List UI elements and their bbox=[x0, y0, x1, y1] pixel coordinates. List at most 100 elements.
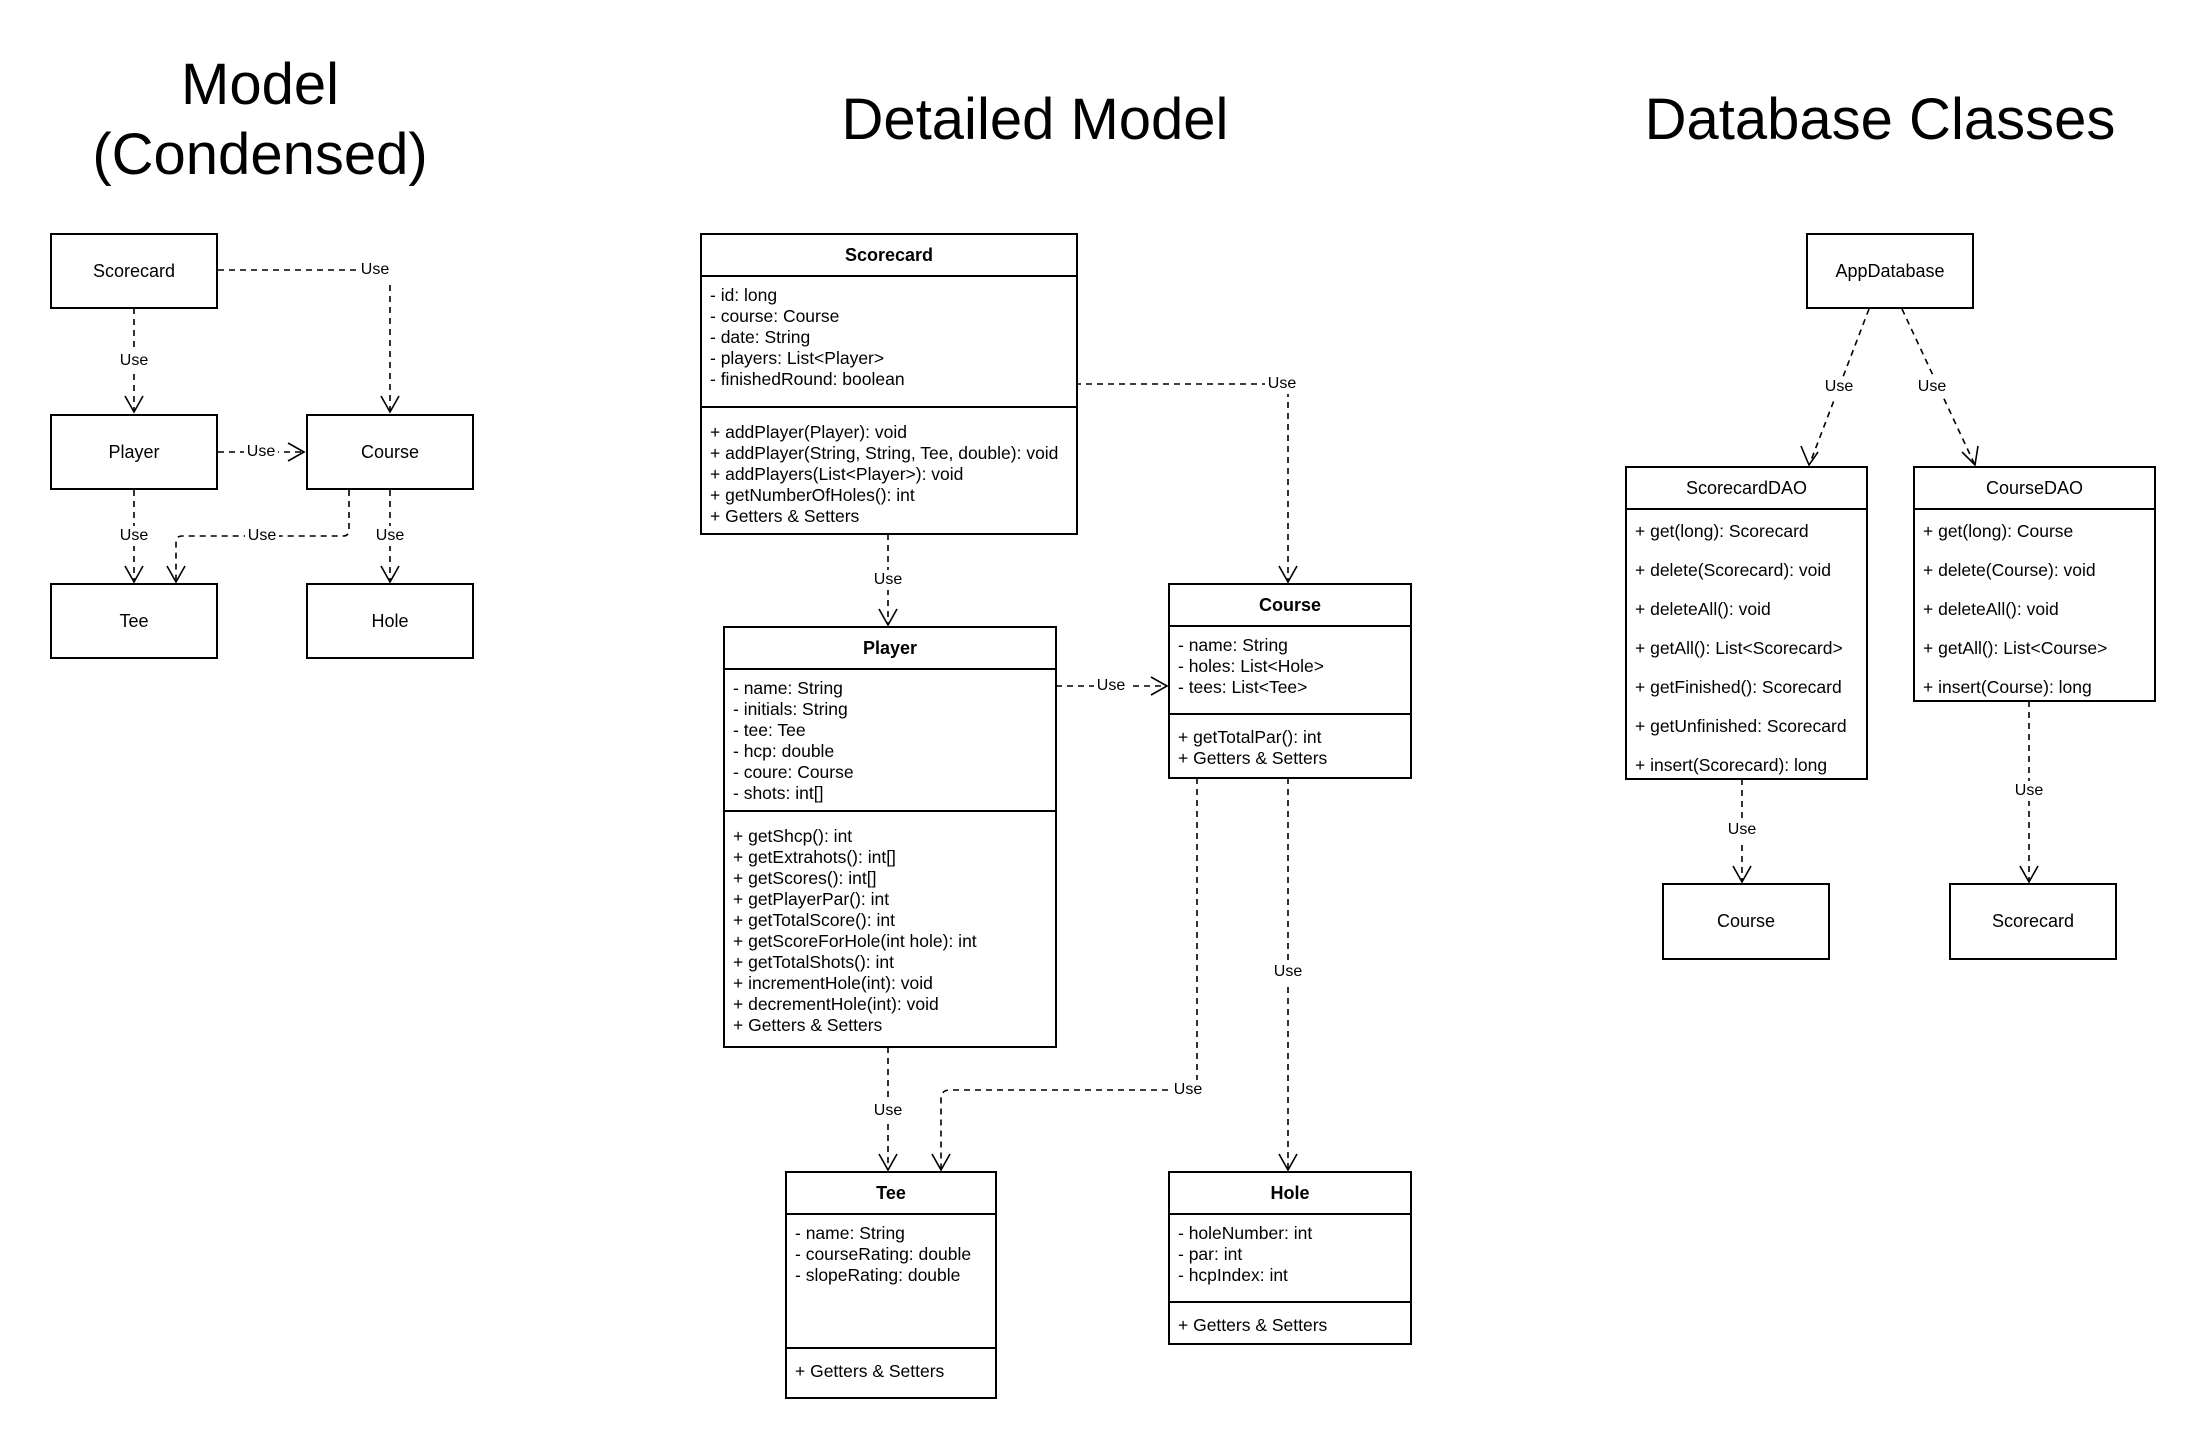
arrowhead-d-player-tee bbox=[878, 1153, 898, 1172]
label-c-scorecard-course: Use bbox=[361, 261, 390, 278]
db-coursedao-class: CourseDAO + get(long): Course + delete(C… bbox=[1913, 466, 2156, 702]
d-player-method: + getExtrahots(): int[] bbox=[733, 847, 896, 867]
db-scorecarddao-method: + getUnfinished: Scorecard bbox=[1635, 716, 1847, 736]
db-scorecarddao-name: ScorecardDAO bbox=[1627, 468, 1866, 510]
arrowhead-d-course-tee bbox=[931, 1153, 951, 1172]
db-scorecarddao-method: + getAll(): List<Scorecard> bbox=[1635, 638, 1843, 658]
d-scorecard-method: + addPlayer(String, String, Tee, double)… bbox=[710, 443, 1059, 463]
arrowhead-c-course-hole bbox=[380, 565, 400, 584]
arrowhead-c-player-course bbox=[287, 442, 306, 462]
label-d-player-course: Use bbox=[1097, 677, 1126, 694]
d-tee-attr: - name: String bbox=[795, 1223, 905, 1243]
d-player-methods: + getShcp(): int + getExtrahots(): int[]… bbox=[725, 812, 1055, 1046]
d-player-attr: - initials: String bbox=[733, 699, 848, 719]
d-hole-method: + Getters & Setters bbox=[1178, 1315, 1328, 1335]
label-d-course-hole: Use bbox=[1274, 963, 1303, 980]
arrowhead-db-app-scorecarddao bbox=[1800, 445, 1819, 467]
title-database-classes: Database Classes bbox=[1644, 87, 2116, 152]
d-player-method: + getScoreForHole(int hole): int bbox=[733, 931, 977, 951]
label-d-scorecard-player: Use bbox=[874, 571, 903, 588]
arrowhead-d-course-hole bbox=[1278, 1153, 1298, 1172]
arrowhead-db-app-coursedao bbox=[1961, 445, 1979, 467]
d-course-attributes: - name: String - holes: List<Hole> - tee… bbox=[1170, 627, 1410, 715]
db-scorecarddao-methods: + get(long): Scorecard + delete(Scorecar… bbox=[1627, 510, 1866, 791]
d-player-method: + Getters & Setters bbox=[733, 1015, 883, 1035]
db-scorecarddao-method: + insert(Scorecard): long bbox=[1635, 755, 1828, 775]
title-detailed-model: Detailed Model bbox=[841, 87, 1229, 152]
d-scorecard-attributes: - id: long - course: Course - date: Stri… bbox=[702, 277, 1076, 408]
label-d-course-tee: Use bbox=[1174, 1081, 1203, 1098]
d-player-method: + incrementHole(int): void bbox=[733, 973, 933, 993]
d-hole-attributes: - holeNumber: int - par: int - hcpIndex:… bbox=[1170, 1215, 1410, 1303]
d-tee-method: + Getters & Setters bbox=[795, 1361, 945, 1381]
label-db-app-scorecarddao: Use bbox=[1825, 378, 1854, 395]
d-hole-name: Hole bbox=[1170, 1173, 1410, 1215]
d-player-attributes: - name: String - initials: String - tee:… bbox=[725, 670, 1055, 812]
arrowhead-c-player-tee bbox=[124, 565, 144, 584]
title-condensed-line1: Model bbox=[181, 52, 339, 117]
arrowhead-c-course-tee bbox=[166, 565, 186, 584]
db-coursedao-method: + getAll(): List<Course> bbox=[1923, 638, 2108, 658]
c-player-box: Player bbox=[50, 414, 218, 490]
d-scorecard-attr: - id: long bbox=[710, 285, 778, 305]
label-db-scorecarddao-course: Use bbox=[1728, 821, 1757, 838]
d-player-attr: - coure: Course bbox=[733, 762, 854, 782]
d-player-class: Player - name: String - initials: String… bbox=[723, 626, 1057, 1048]
d-course-attr: - holes: List<Hole> bbox=[1178, 656, 1324, 676]
d-player-attr: - shots: int[] bbox=[733, 783, 824, 803]
d-tee-attr: - courseRating: double bbox=[795, 1244, 972, 1264]
db-coursedao-method: + delete(Course): void bbox=[1923, 560, 2096, 580]
label-c-scorecard-player: Use bbox=[120, 352, 149, 369]
d-scorecard-name: Scorecard bbox=[702, 235, 1076, 277]
d-tee-attr: - slopeRating: double bbox=[795, 1265, 961, 1285]
d-course-method: + getTotalPar(): int bbox=[1178, 727, 1322, 747]
edge-d-scorecard-course bbox=[1075, 383, 1289, 580]
d-scorecard-method: + addPlayers(List<Player>): void bbox=[710, 464, 964, 484]
arrowhead-d-scorecard-course bbox=[1278, 565, 1298, 584]
d-course-attr: - tees: List<Tee> bbox=[1178, 677, 1308, 697]
d-course-class: Course - name: String - holes: List<Hole… bbox=[1168, 583, 1412, 779]
d-player-attr: - hcp: double bbox=[733, 741, 835, 761]
edge-c-scorecard-course bbox=[218, 269, 391, 410]
arrowhead-d-scorecard-player bbox=[878, 608, 898, 627]
d-scorecard-method: + addPlayer(Player): void bbox=[710, 422, 907, 442]
d-tee-class: Tee - name: String - courseRating: doubl… bbox=[785, 1171, 997, 1399]
d-scorecard-method: + Getters & Setters bbox=[710, 506, 860, 526]
label-c-player-course: Use bbox=[247, 443, 276, 460]
c-tee-box: Tee bbox=[50, 583, 218, 659]
db-course-box: Course bbox=[1662, 883, 1830, 960]
arrowhead-db-scorecarddao-course bbox=[1732, 865, 1752, 884]
db-scorecarddao-method: + getFinished(): Scorecard bbox=[1635, 677, 1842, 697]
label-d-player-tee: Use bbox=[874, 1102, 903, 1119]
label-d-scorecard-course: Use bbox=[1268, 375, 1297, 392]
db-scorecarddao-method: + get(long): Scorecard bbox=[1635, 521, 1809, 541]
d-player-attr: - tee: Tee bbox=[733, 720, 806, 740]
c-hole-box: Hole bbox=[306, 583, 474, 659]
title-model-condensed: Model (Condensed) bbox=[60, 50, 460, 190]
d-tee-name: Tee bbox=[787, 1173, 995, 1215]
db-coursedao-name: CourseDAO bbox=[1915, 468, 2154, 510]
d-player-attr: - name: String bbox=[733, 678, 843, 698]
d-player-method: + decrementHole(int): void bbox=[733, 994, 939, 1014]
d-player-method: + getTotalShots(): int bbox=[733, 952, 894, 972]
d-course-attr: - name: String bbox=[1178, 635, 1288, 655]
d-course-method: + Getters & Setters bbox=[1178, 748, 1328, 768]
db-scorecarddao-method: + delete(Scorecard): void bbox=[1635, 560, 1832, 580]
d-hole-attr: - hcpIndex: int bbox=[1178, 1265, 1288, 1285]
db-scorecard-box: Scorecard bbox=[1949, 883, 2117, 960]
d-tee-attributes: - name: String - courseRating: double - … bbox=[787, 1215, 995, 1349]
db-coursedao-methods: + get(long): Course + delete(Course): vo… bbox=[1915, 510, 2154, 713]
db-scorecarddao-method: + deleteAll(): void bbox=[1635, 599, 1771, 619]
title-condensed-line2: (Condensed) bbox=[92, 122, 428, 187]
arrowhead-d-player-course bbox=[1150, 676, 1169, 696]
arrowhead-c-scorecard-course bbox=[380, 395, 400, 414]
d-player-method: + getPlayerPar(): int bbox=[733, 889, 890, 909]
db-coursedao-method: + get(long): Course bbox=[1923, 521, 2074, 541]
d-tee-methods: + Getters & Setters bbox=[787, 1349, 995, 1397]
db-coursedao-method: + deleteAll(): void bbox=[1923, 599, 2059, 619]
arrowhead-db-coursedao-scorecard bbox=[2019, 865, 2039, 884]
d-player-name: Player bbox=[725, 628, 1055, 670]
db-scorecarddao-class: ScorecardDAO + get(long): Scorecard + de… bbox=[1625, 466, 1868, 780]
label-c-course-tee: Use bbox=[248, 527, 277, 544]
